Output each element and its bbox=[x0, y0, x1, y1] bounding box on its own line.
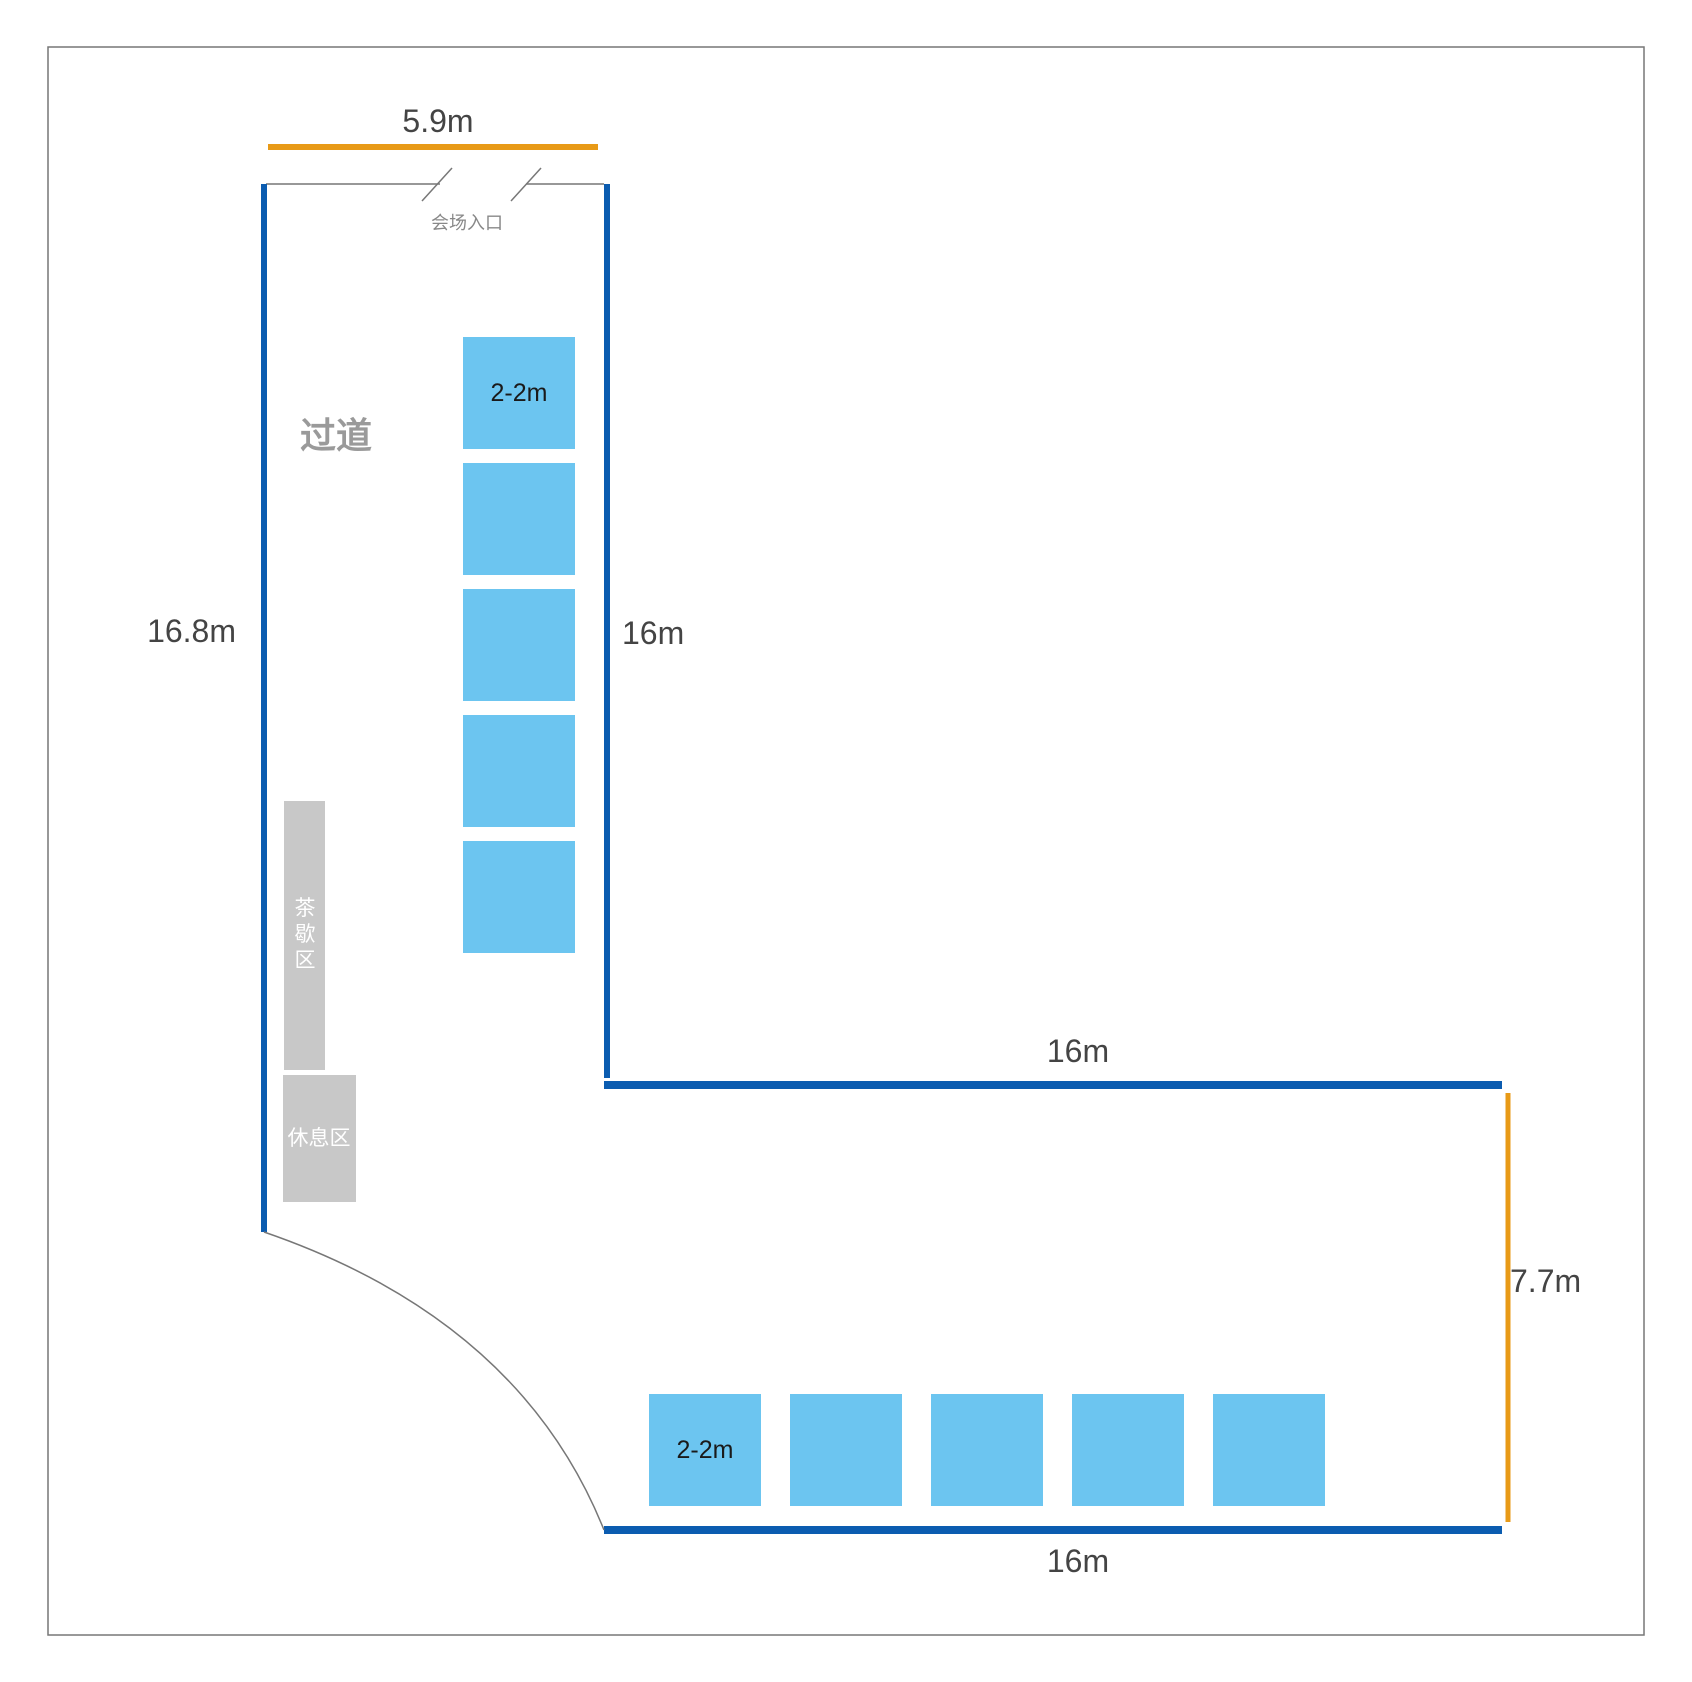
vertical-booth-column: 2-2m bbox=[463, 337, 575, 953]
bottom-horizontal-label: 16m bbox=[1047, 1543, 1109, 1579]
booth bbox=[463, 841, 575, 953]
left-height-label: 16.8m bbox=[147, 613, 236, 649]
rest-area-zone bbox=[283, 1075, 356, 1202]
diagram-frame bbox=[47, 46, 1645, 1636]
booth bbox=[1072, 1394, 1184, 1506]
tea-break-zone bbox=[284, 801, 325, 1070]
tea-break-label-char: 歇 bbox=[295, 922, 316, 946]
top-width-label: 5.9m bbox=[402, 103, 473, 139]
booth bbox=[649, 1394, 761, 1506]
right-height-label: 7.7m bbox=[1510, 1263, 1581, 1299]
horizontal-booth-row: 2-2m bbox=[649, 1394, 1325, 1506]
booth bbox=[1213, 1394, 1325, 1506]
booth bbox=[463, 715, 575, 827]
curved-boundary bbox=[263, 1231, 605, 1531]
aisle-label: 过道 bbox=[300, 416, 372, 457]
booth-label: 2-2m bbox=[677, 1436, 734, 1464]
rest-area-label: 休息区 bbox=[288, 1126, 351, 1150]
booth-label: 2-2m bbox=[491, 379, 548, 407]
tea-break-label-char: 茶 bbox=[295, 896, 316, 920]
inner-vertical-label: 16m bbox=[622, 615, 684, 651]
booth bbox=[463, 337, 575, 449]
entrance-door-mark-left bbox=[421, 167, 453, 202]
tea-break-label-char: 区 bbox=[295, 948, 316, 972]
entrance-door-mark-right bbox=[510, 167, 542, 202]
entrance-label: 会场入口 bbox=[431, 213, 503, 234]
booth bbox=[790, 1394, 902, 1506]
booth bbox=[931, 1394, 1043, 1506]
middle-horizontal-label: 16m bbox=[1047, 1033, 1109, 1069]
booth bbox=[463, 463, 575, 575]
booth bbox=[463, 589, 575, 701]
